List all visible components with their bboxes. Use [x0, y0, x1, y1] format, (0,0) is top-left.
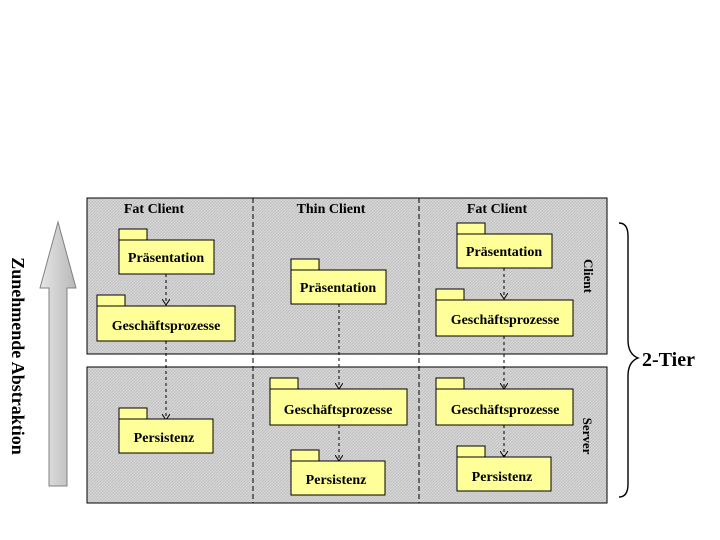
package-geschaeftsprozesse-col3-client: Geschäftsprozesse	[435, 288, 574, 337]
package-geschaeftsprozesse-col3-server: Geschäftsprozesse	[435, 377, 574, 426]
svg-text:Präsentation: Präsentation	[466, 245, 542, 260]
package-persistenz-col2: Persistenz	[290, 449, 386, 496]
column-header-thin-client: Thin Client	[297, 202, 366, 217]
package-geschaeftsprozesse-col1: Geschäftsprozesse	[96, 294, 236, 342]
package-geschaeftsprozesse-col2: Geschäftsprozesse	[269, 377, 408, 426]
svg-text:Präsentation: Präsentation	[128, 251, 204, 266]
tier-brace	[618, 222, 640, 498]
tier-label-server: Server	[580, 418, 595, 455]
package-persistenz-col3: Persistenz	[456, 445, 552, 492]
package-praesentation-col2: Präsentation	[290, 258, 387, 305]
package-praesentation-col3: Präsentation	[456, 222, 553, 269]
svg-text:Persistenz: Persistenz	[306, 473, 367, 488]
svg-text:Geschäftsprozesse: Geschäftsprozesse	[112, 319, 221, 334]
abstraction-label: Zunehmende Abstraktion	[8, 257, 28, 455]
abstraction-arrow	[39, 220, 77, 487]
package-persistenz-col1: Persistenz	[118, 407, 214, 454]
svg-text:Präsentation: Präsentation	[300, 281, 376, 296]
two-tier-label: 2-Tier	[642, 349, 695, 371]
svg-text:Persistenz: Persistenz	[134, 431, 195, 446]
column-header-fat-client-1: Fat Client	[124, 202, 185, 217]
svg-text:Geschäftsprozesse: Geschäftsprozesse	[284, 403, 393, 418]
svg-text:Geschäftsprozesse: Geschäftsprozesse	[451, 403, 560, 418]
package-praesentation-col1: Präsentation	[118, 228, 215, 275]
svg-text:Persistenz: Persistenz	[472, 470, 533, 485]
tier-label-client: Client	[581, 259, 596, 294]
svg-text:Geschäftsprozesse: Geschäftsprozesse	[451, 313, 560, 328]
column-header-fat-client-2: Fat Client	[467, 202, 528, 217]
